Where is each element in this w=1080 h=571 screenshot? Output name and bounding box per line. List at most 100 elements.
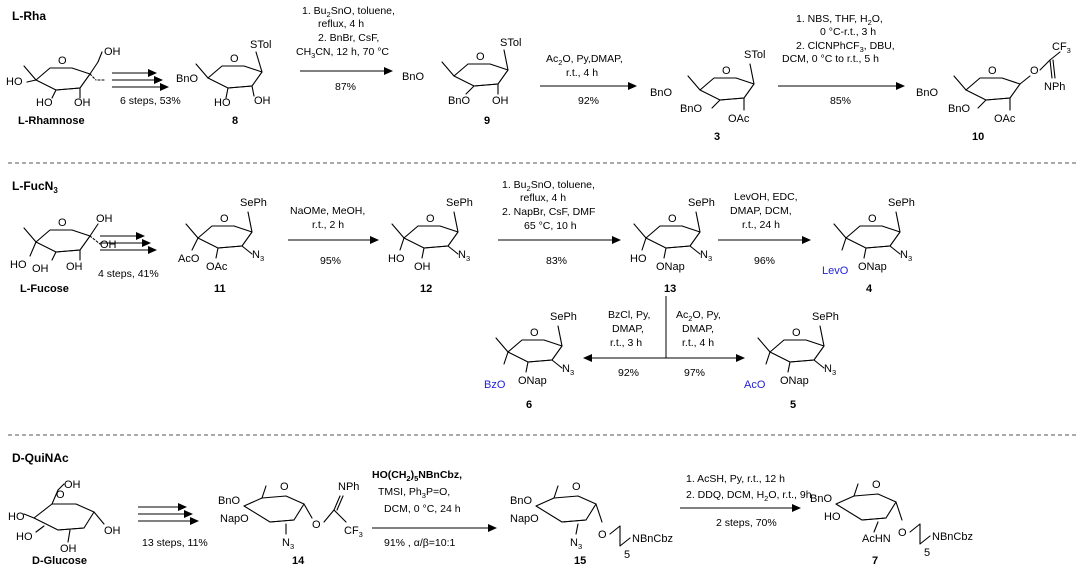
svg-text:HO: HO xyxy=(630,253,647,265)
svg-text:HO: HO xyxy=(388,253,405,265)
svg-text:O: O xyxy=(426,213,435,225)
svg-text:STol: STol xyxy=(500,37,521,49)
svg-text:O: O xyxy=(668,213,677,225)
structure-compound-15: BnO O NapO N3 O 5 NBnCbz 15 xyxy=(510,481,673,567)
svg-text:O: O xyxy=(572,481,581,493)
svg-text:N3: N3 xyxy=(562,363,574,377)
svg-text:DMAP,: DMAP, xyxy=(612,323,644,335)
svg-text:STol: STol xyxy=(250,39,271,51)
aco-highlight: AcO xyxy=(744,379,766,391)
svg-text:O: O xyxy=(58,217,67,229)
svg-text:O: O xyxy=(58,55,67,67)
svg-text:CF3: CF3 xyxy=(344,525,363,539)
svg-text:OH: OH xyxy=(66,261,83,273)
structure-compound-14: BnO O NapO N3 O NPh CF3 14 xyxy=(218,481,363,567)
svg-text:DCM, 0 °C, 24 h: DCM, 0 °C, 24 h xyxy=(384,503,461,515)
svg-text:NBnCbz: NBnCbz xyxy=(632,533,673,545)
svg-text:OAc: OAc xyxy=(994,113,1016,125)
svg-text:STol: STol xyxy=(744,49,765,61)
bzo-highlight: BzO xyxy=(484,379,506,391)
svg-text:96%: 96% xyxy=(754,255,775,267)
multistep-arrow-r5: 4 steps, 41% xyxy=(98,232,159,280)
svg-text:O: O xyxy=(722,65,731,77)
structure-compound-11: O SePh N3 AcO OAc 11 xyxy=(178,197,267,295)
compound-number-10: 10 xyxy=(972,131,984,143)
structure-compound-4: O SePh N3 LevO ONap 4 xyxy=(822,197,915,295)
svg-text:r.t., 24 h: r.t., 24 h xyxy=(742,219,780,231)
levo-highlight: LevO xyxy=(822,265,849,277)
svg-text:N3: N3 xyxy=(824,363,836,377)
svg-text:BnO: BnO xyxy=(916,87,938,99)
svg-text:SePh: SePh xyxy=(812,311,839,323)
svg-text:OH: OH xyxy=(104,525,121,537)
svg-text:DMAP, DCM,: DMAP, DCM, xyxy=(730,205,792,217)
svg-text:LevOH, EDC,: LevOH, EDC, xyxy=(734,191,798,203)
svg-text:HO: HO xyxy=(16,531,33,543)
svg-text:NapO: NapO xyxy=(220,513,249,525)
svg-text:1. NBS, THF, H2O,: 1. NBS, THF, H2O, xyxy=(796,13,883,27)
reaction-r5-yield: 4 steps, 41% xyxy=(98,268,159,280)
svg-text:N3: N3 xyxy=(458,249,470,263)
svg-text:0 °C-r.t., 3 h: 0 °C-r.t., 3 h xyxy=(820,26,876,38)
svg-text:OH: OH xyxy=(104,46,121,58)
structure-compound-10: BnO O O CF3 NPh BnO OAc 10 xyxy=(916,41,1071,143)
svg-text:OAc: OAc xyxy=(728,113,750,125)
section-label-l-fucn3: L-FucN3 xyxy=(12,179,58,195)
compound-number-6: 6 xyxy=(526,399,532,411)
structure-compound-5: O SePh N3 AcO ONap 5 xyxy=(744,311,839,411)
svg-text:NPh: NPh xyxy=(1044,81,1065,93)
svg-text:HO: HO xyxy=(6,76,23,88)
compound-number-12: 12 xyxy=(420,283,432,295)
svg-text:HO(CH2)5NBnCbz,: HO(CH2)5NBnCbz, xyxy=(372,469,462,483)
structure-compound-3: BnO O STol BnO OAc 3 xyxy=(650,49,765,143)
svg-text:OH: OH xyxy=(32,263,49,275)
svg-text:TMSI, Ph3P=O,: TMSI, Ph3P=O, xyxy=(378,486,450,500)
structure-compound-7: BnO O HO AcHN O 5 NBnCbz 7 xyxy=(810,479,973,567)
svg-text:SePh: SePh xyxy=(240,197,267,209)
svg-text:O: O xyxy=(872,479,881,491)
svg-text:1. Bu2SnO, toluene,: 1. Bu2SnO, toluene, xyxy=(502,179,595,193)
svg-text:ONap: ONap xyxy=(656,261,685,273)
svg-text:r.t., 4 h: r.t., 4 h xyxy=(566,67,598,79)
svg-text:HO: HO xyxy=(824,511,841,523)
svg-text:CF3: CF3 xyxy=(1052,41,1071,55)
svg-text:85%: 85% xyxy=(830,95,851,107)
svg-text:O: O xyxy=(792,327,801,339)
svg-text:BnO: BnO xyxy=(176,73,198,85)
svg-text:reflux, 4 h: reflux, 4 h xyxy=(318,18,364,30)
svg-text:92%: 92% xyxy=(618,367,639,379)
svg-text:O: O xyxy=(230,53,239,65)
structure-l-fucose: O OH OH HO OH OH L-Fucose xyxy=(10,213,117,295)
svg-text:1. AcSH, Py, r.t., 12 h: 1. AcSH, Py, r.t., 12 h xyxy=(686,473,785,485)
svg-text:O: O xyxy=(280,481,289,493)
svg-text:O: O xyxy=(1030,65,1039,77)
svg-text:CH3CN, 12 h, 70 °C: CH3CN, 12 h, 70 °C xyxy=(296,46,389,60)
svg-text:HO: HO xyxy=(8,511,25,523)
svg-text:NaOMe, MeOH,: NaOMe, MeOH, xyxy=(290,205,365,217)
svg-text:r.t., 3 h: r.t., 3 h xyxy=(610,337,642,349)
reaction-r11-yield: 13 steps, 11% xyxy=(142,537,208,549)
svg-text:BnO: BnO xyxy=(810,493,832,505)
svg-text:N3: N3 xyxy=(900,249,912,263)
svg-text:95%: 95% xyxy=(320,255,341,267)
svg-text:OH: OH xyxy=(64,479,81,491)
svg-text:ONap: ONap xyxy=(518,375,547,387)
structure-compound-12: O SePh N3 HO OH 12 xyxy=(388,197,473,295)
svg-text:N3: N3 xyxy=(700,249,712,263)
svg-text:N3: N3 xyxy=(252,249,264,263)
reaction-arrow-r7: 1. Bu2SnO, toluene, reflux, 4 h 2. NapBr… xyxy=(498,179,621,267)
reaction-arrow-r2: 1. Bu2SnO, toluene, reflux, 4 h 2. BnBr,… xyxy=(296,5,395,93)
svg-text:BnO: BnO xyxy=(680,103,702,115)
svg-text:BnO: BnO xyxy=(510,495,532,507)
compound-number-3: 3 xyxy=(714,131,720,143)
svg-text:AcHN: AcHN xyxy=(862,533,891,545)
svg-text:N3: N3 xyxy=(570,537,582,551)
svg-text:r.t., 4 h: r.t., 4 h xyxy=(682,337,714,349)
svg-text:BzCl, Py,: BzCl, Py, xyxy=(608,309,650,321)
compound-number-8: 8 xyxy=(232,115,238,127)
svg-text:OH: OH xyxy=(254,95,271,107)
compound-number-5: 5 xyxy=(790,399,796,411)
svg-text:65 °C, 10 h: 65 °C, 10 h xyxy=(524,220,577,232)
svg-text:ONap: ONap xyxy=(780,375,809,387)
svg-text:DCM, 0 °C to r.t., 5 h: DCM, 0 °C to r.t., 5 h xyxy=(782,53,879,65)
